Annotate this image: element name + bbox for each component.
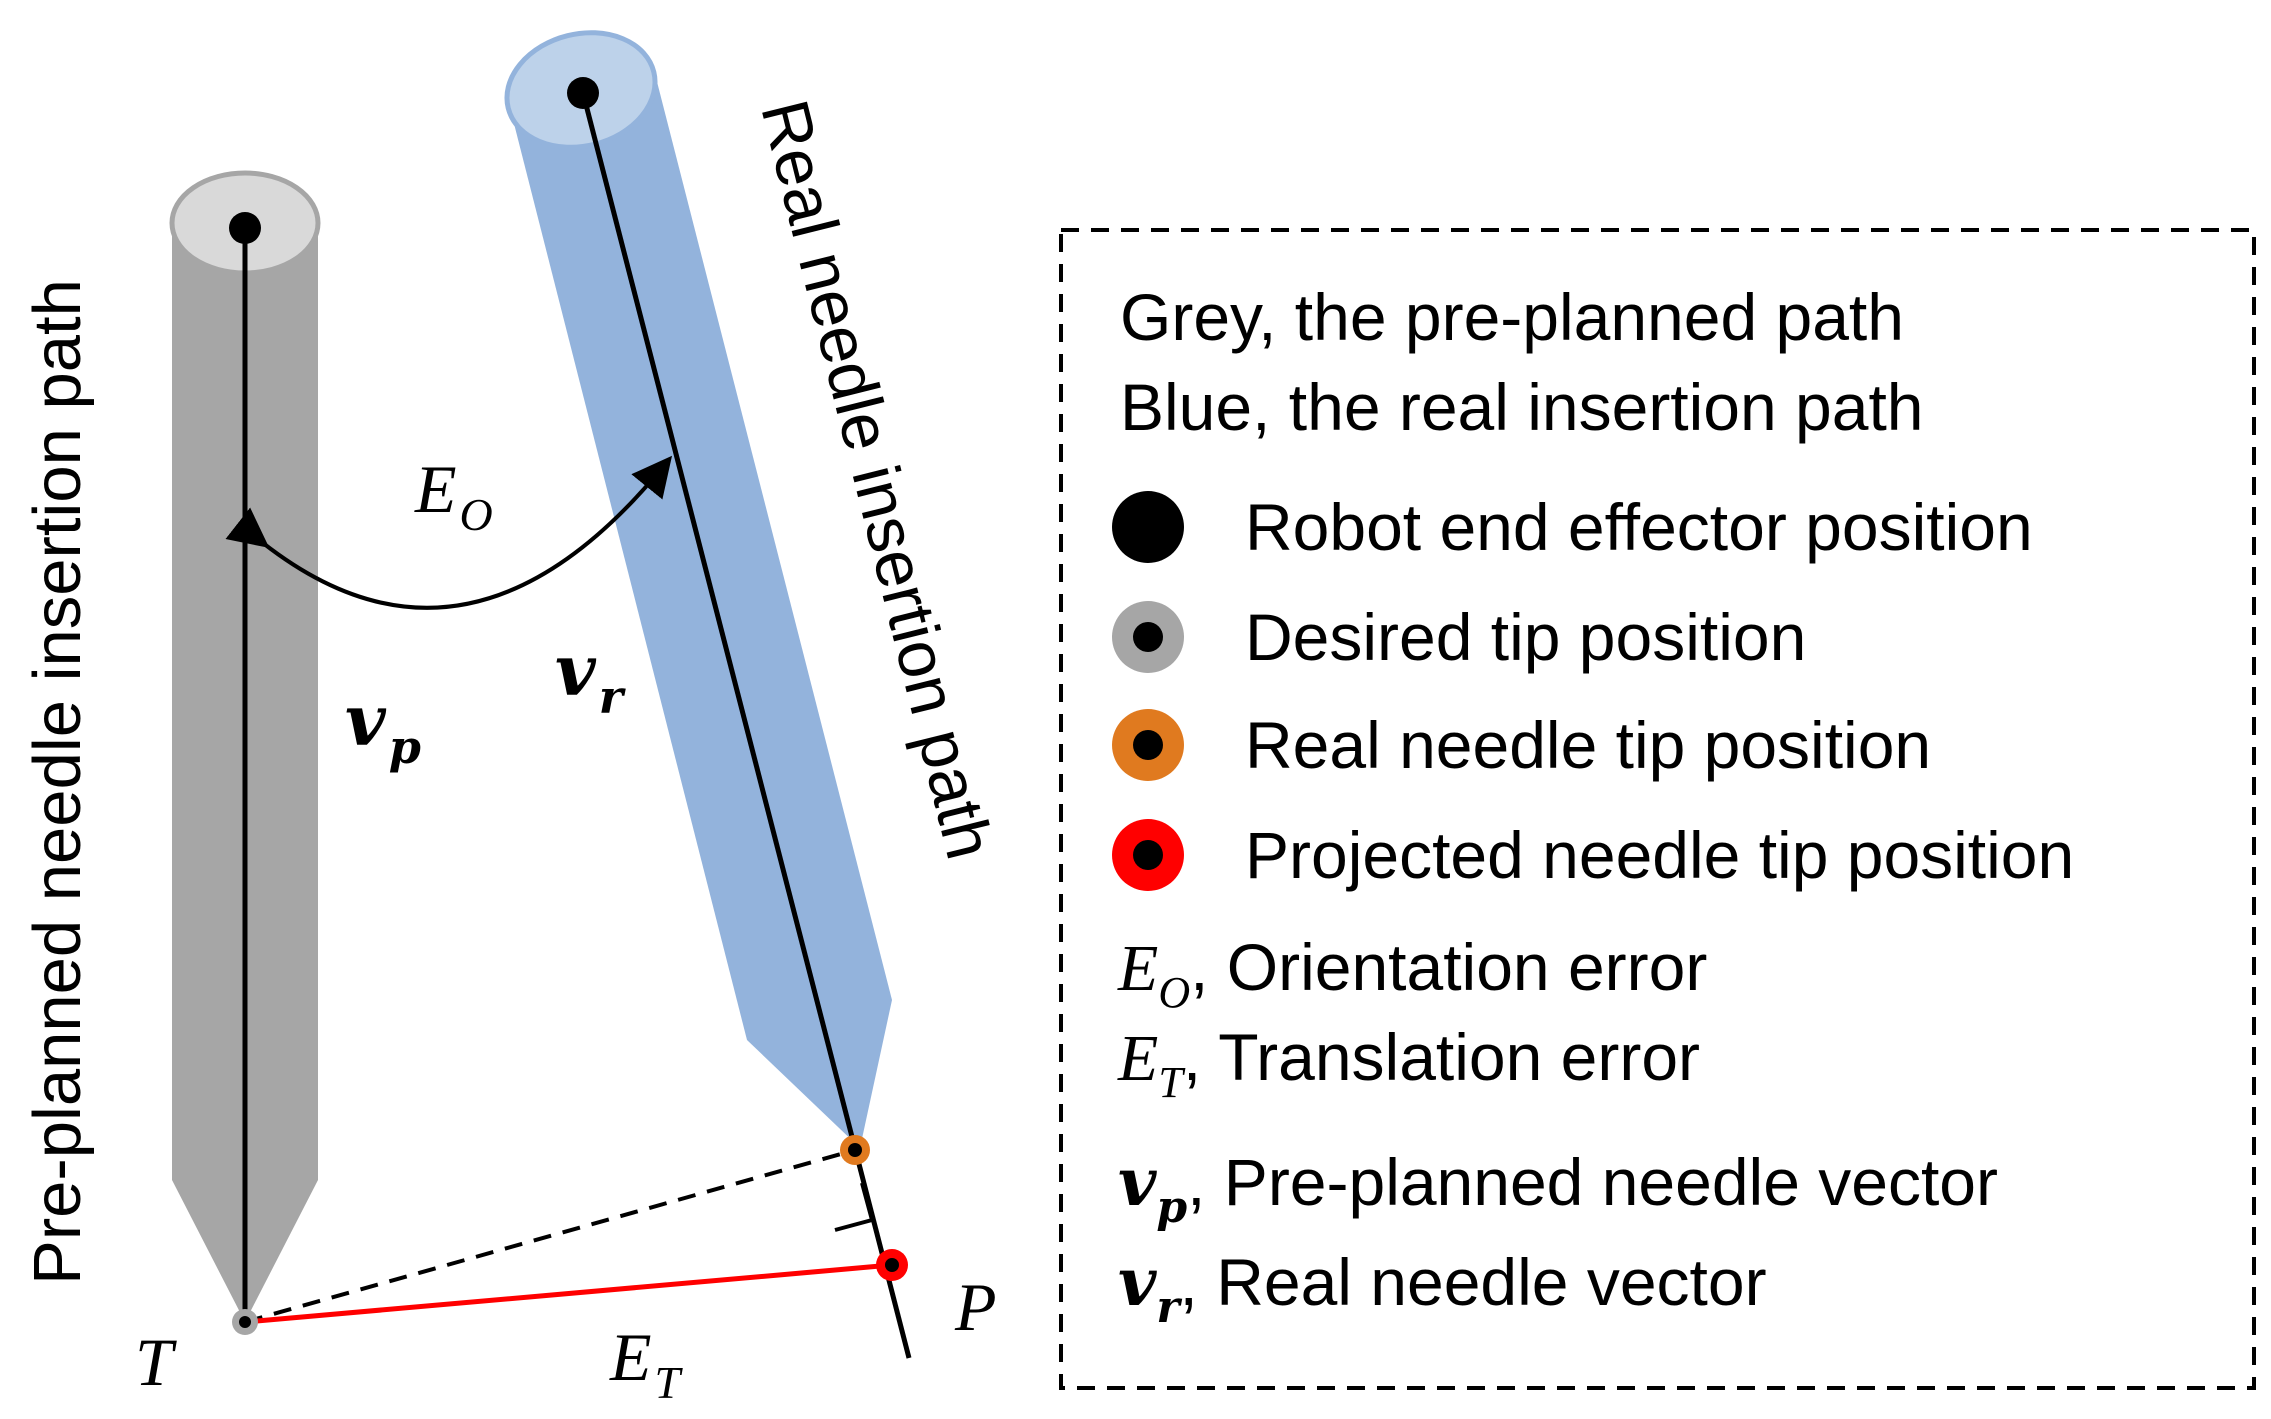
robot-end-effector-dot-grey [229,212,261,244]
right-angle-marker [834,1182,875,1232]
point-p-label: P [954,1269,997,1345]
vp-label: vp [345,679,421,774]
real-tip-marker-center [848,1143,862,1157]
preplanned-path-label: Pre-planned needle insertion path [20,279,95,1285]
legend-line-grey: Grey, the pre-planned path [1120,280,1904,354]
legend-vector-real: vr, Real needle vector [1118,1243,1767,1333]
black-dot-icon [1112,491,1184,563]
legend-error-translation: ET, Translation error [1117,1020,1700,1107]
eo-label: EO [414,451,493,540]
preplanned-needle [169,170,321,1322]
legend-item-projected-tip: Projected needle tip position [1112,818,2074,892]
orientation-error-arrow [225,455,673,610]
legend-item-label: Real needle tip position [1245,708,1931,782]
grey-ring-dot-center [1133,622,1163,652]
orange-ring-dot-center [1133,730,1163,760]
legend-item-robot-end-effector: Robot end effector position [1112,490,2033,564]
legend-error-orientation: EO, Orientation error [1117,930,1707,1017]
legend-item-label: Robot end effector position [1245,490,2033,564]
legend-line-blue: Blue, the real insertion path [1120,370,1924,444]
robot-end-effector-dot-blue [567,77,599,109]
legend-vector-preplanned: vp, Pre-planned needle vector [1118,1143,1998,1233]
vr-label: vr [555,629,627,724]
legend-item-label: Projected needle tip position [1245,818,2074,892]
legend-item-real-tip: Real needle tip position [1112,708,1931,782]
projected-tip-marker-center [885,1258,899,1272]
red-ring-dot-center [1133,840,1163,870]
real-needle [504,30,912,1359]
legend-border [1059,228,2256,1390]
real-needle-body [508,70,892,1148]
legend: Grey, the pre-planned path Blue, the rea… [1059,228,2256,1390]
et-label: ET [609,1319,684,1408]
desired-tip-marker-center [239,1316,251,1328]
dashed-tip-line [244,1148,856,1324]
legend-item-label: Desired tip position [1245,600,1806,674]
point-t-label: T [135,1324,177,1400]
legend-item-desired-tip: Desired tip position [1112,600,1806,674]
translation-error-line [244,1262,893,1325]
